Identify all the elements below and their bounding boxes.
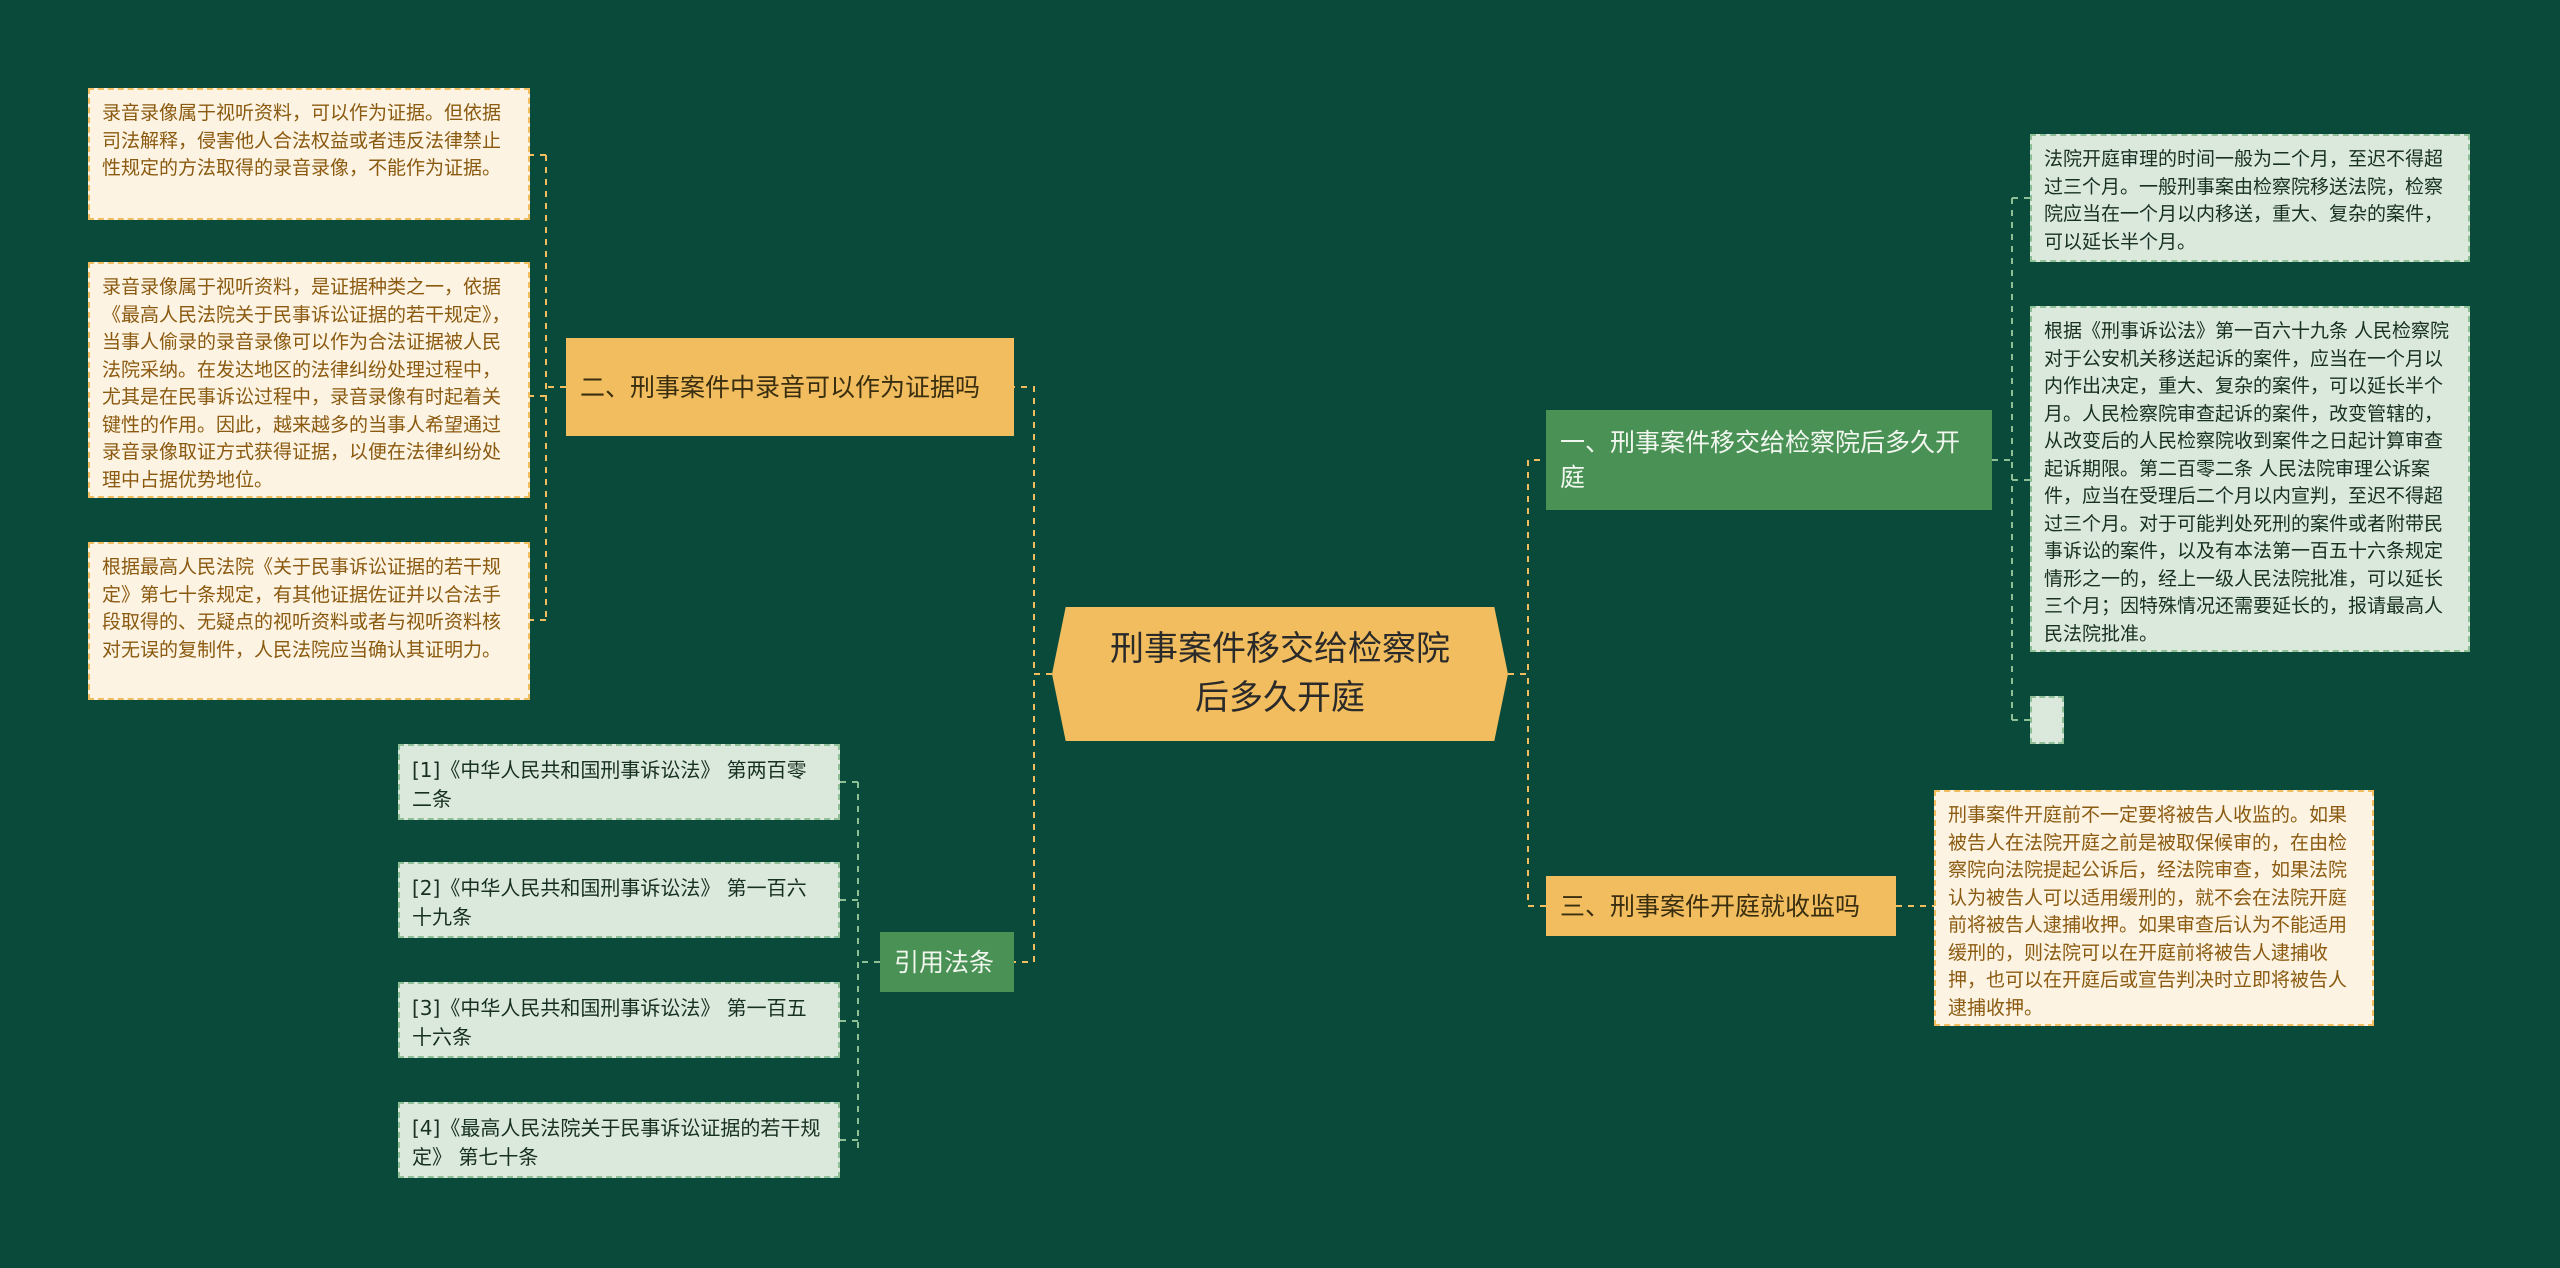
branch-2-label: 二、刑事案件中录音可以作为证据吗 bbox=[580, 372, 981, 402]
leaf-b3-1[interactable]: 刑事案件开庭前不一定要将被告人收监的。如果被告人在法院开庭之前是被取保候审的，在… bbox=[1934, 790, 2374, 1026]
reference-3-text: [3]《中华人民共和国刑事诉讼法》 第一百五十六条 bbox=[412, 996, 807, 1049]
connector-b1-leaves bbox=[1992, 197, 2030, 721]
reference-3[interactable]: [3]《中华人民共和国刑事诉讼法》 第一百五十六条 bbox=[398, 982, 840, 1058]
reference-2-text: [2]《中华人民共和国刑事诉讼法》 第一百六十九条 bbox=[412, 876, 807, 929]
connector-b4-refs bbox=[840, 781, 880, 1150]
connector-center-b1 bbox=[1508, 459, 1546, 675]
reference-4-text: [4]《最高人民法院关于民事诉讼证据的若干规定》 第七十条 bbox=[412, 1116, 821, 1169]
connector-center-b2 bbox=[1014, 386, 1052, 675]
reference-1[interactable]: [1]《中华人民共和国刑事诉讼法》 第两百零二条 bbox=[398, 744, 840, 820]
branch-3-label: 三、刑事案件开庭就收监吗 bbox=[1560, 891, 1861, 921]
branch-1-label: 一、刑事案件移交给检察院后多久开庭 bbox=[1560, 428, 1961, 492]
branch-1[interactable]: 一、刑事案件移交给检察院后多久开庭 bbox=[1546, 410, 1992, 510]
leaf-b1-3[interactable] bbox=[2030, 696, 2064, 744]
leaf-b2-1-text: 录音录像属于视听资料，可以作为证据。但依据司法解释，侵害他人合法权益或者违反法律… bbox=[102, 102, 502, 180]
branch-references[interactable]: 引用法条 bbox=[880, 932, 1014, 992]
leaf-b3-1-text: 刑事案件开庭前不一定要将被告人收监的。如果被告人在法院开庭之前是被取保候审的，在… bbox=[1948, 804, 2348, 1019]
reference-2[interactable]: [2]《中华人民共和国刑事诉讼法》 第一百六十九条 bbox=[398, 862, 840, 938]
branch-references-label: 引用法条 bbox=[894, 947, 995, 977]
leaf-b2-3[interactable]: 根据最高人民法院《关于民事诉讼证据的若干规定》第七十条规定，有其他证据佐证并以合… bbox=[88, 542, 530, 700]
leaf-b2-3-text: 根据最高人民法院《关于民事诉讼证据的若干规定》第七十条规定，有其他证据佐证并以合… bbox=[102, 556, 502, 661]
leaf-b1-2[interactable]: 根据《刑事诉讼法》第一百六十九条 人民检察院对于公安机关移送起诉的案件，应当在一… bbox=[2030, 306, 2470, 652]
connector-center-b4 bbox=[1014, 673, 1052, 963]
connector-b2-leaves bbox=[530, 154, 566, 621]
center-topic-label: 刑事案件移交给检察院后多久开庭 bbox=[1110, 628, 1450, 718]
connector-center-b3 bbox=[1508, 673, 1546, 907]
branch-2[interactable]: 二、刑事案件中录音可以作为证据吗 bbox=[566, 338, 1014, 436]
leaf-b2-2[interactable]: 录音录像属于视听资料，是证据种类之一，依据《最高人民法院关于民事诉讼证据的若干规… bbox=[88, 262, 530, 498]
leaf-b1-1-text: 法院开庭审理的时间一般为二个月，至迟不得超过三个月。一般刑事案由检察院移送法院，… bbox=[2044, 148, 2444, 253]
reference-1-text: [1]《中华人民共和国刑事诉讼法》 第两百零二条 bbox=[412, 758, 807, 811]
leaf-b2-2-text: 录音录像属于视听资料，是证据种类之一，依据《最高人民法院关于民事诉讼证据的若干规… bbox=[102, 276, 511, 491]
center-topic[interactable]: 刑事案件移交给检察院后多久开庭 bbox=[1052, 607, 1508, 741]
reference-4[interactable]: [4]《最高人民法院关于民事诉讼证据的若干规定》 第七十条 bbox=[398, 1102, 840, 1178]
leaf-b2-1[interactable]: 录音录像属于视听资料，可以作为证据。但依据司法解释，侵害他人合法权益或者违反法律… bbox=[88, 88, 530, 220]
branch-3[interactable]: 三、刑事案件开庭就收监吗 bbox=[1546, 876, 1896, 936]
leaf-b1-2-text: 根据《刑事诉讼法》第一百六十九条 人民检察院对于公安机关移送起诉的案件，应当在一… bbox=[2044, 320, 2450, 646]
leaf-b1-1[interactable]: 法院开庭审理的时间一般为二个月，至迟不得超过三个月。一般刑事案由检察院移送法院，… bbox=[2030, 134, 2470, 262]
